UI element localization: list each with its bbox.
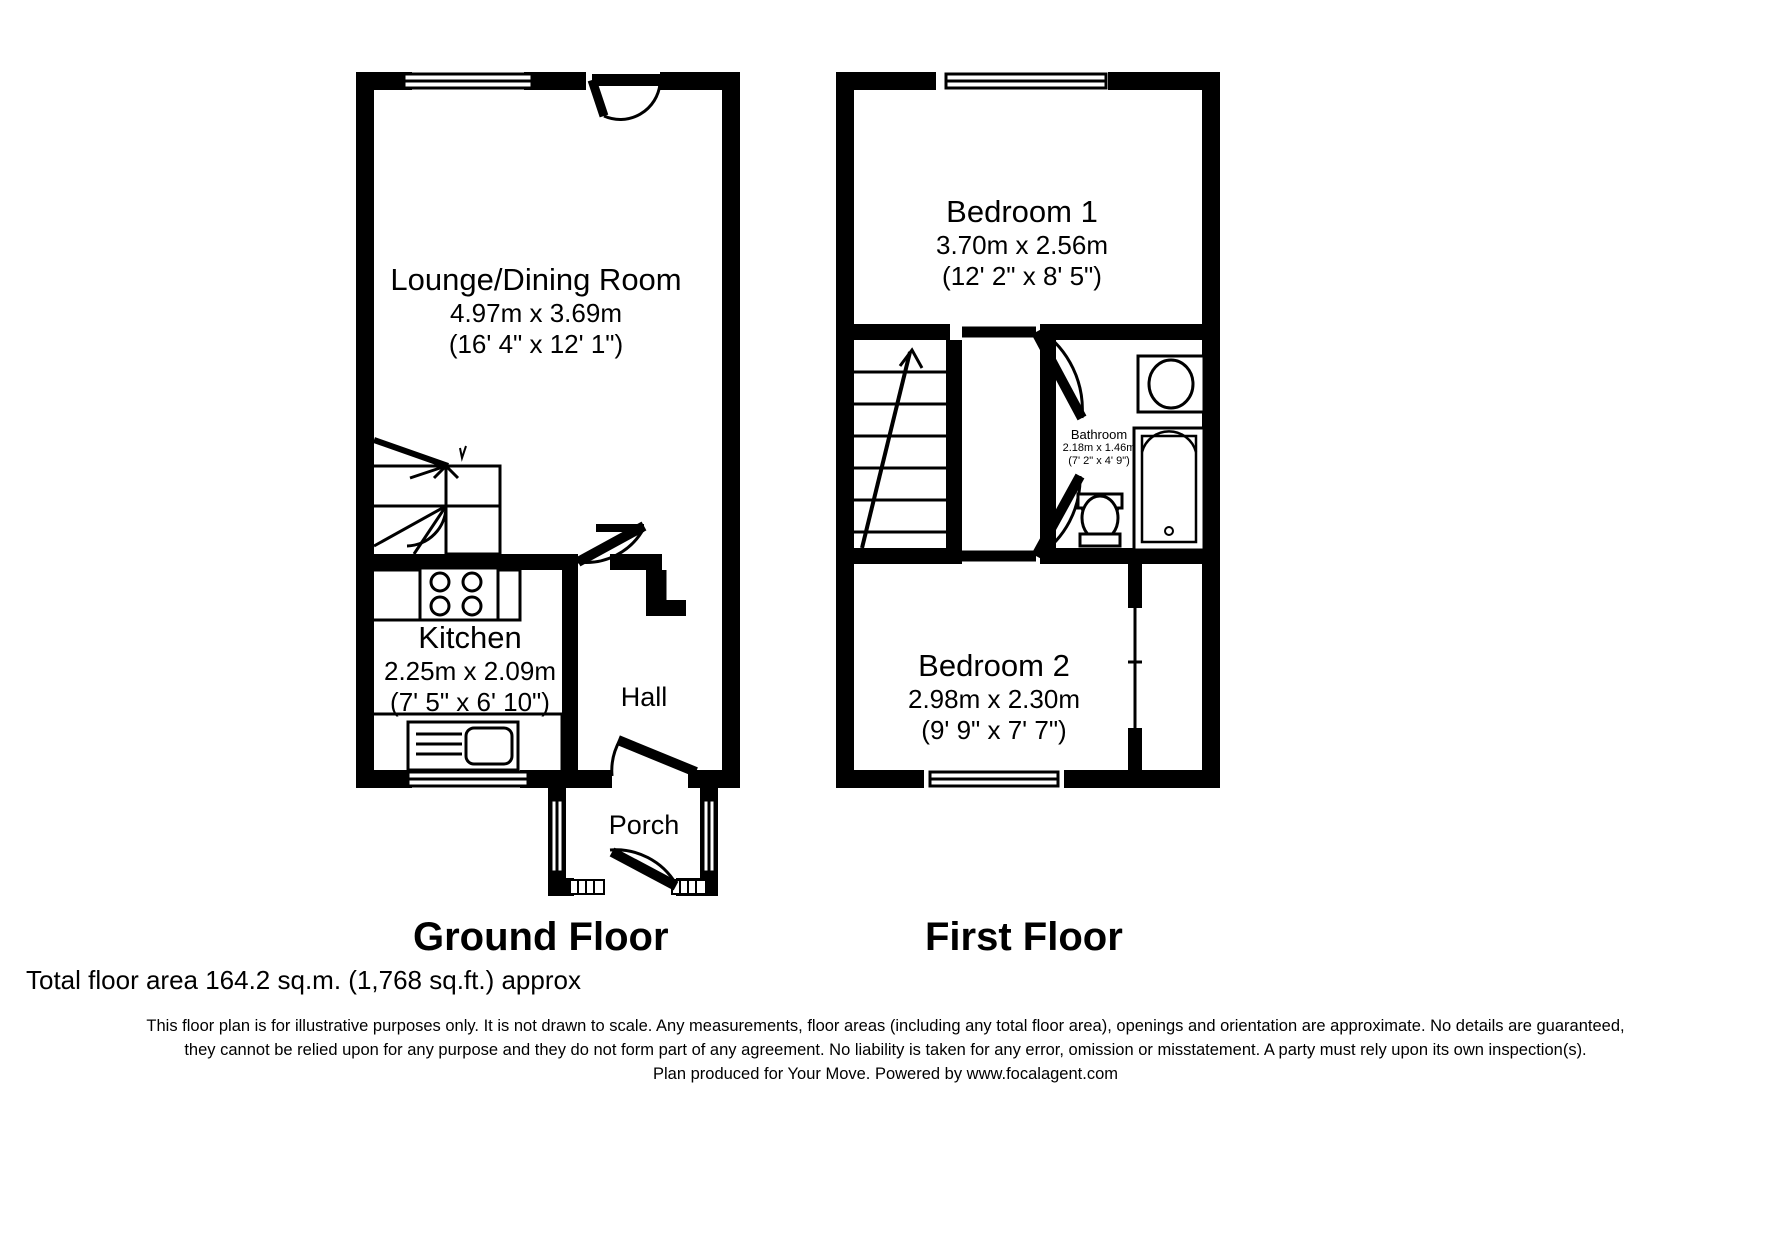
door-swing-icon-lounge: [587, 74, 662, 121]
room-label-kitchen: Kitchen 2.25m x 2.09m (7' 5" x 6' 10"): [298, 620, 642, 717]
disclaimer-line-2: they cannot be relied upon for any purpo…: [184, 1040, 1587, 1059]
hob-icon: [418, 566, 500, 622]
toilet-icon: [1076, 492, 1124, 548]
door-swing-icon-kitchen: [575, 521, 647, 567]
door-swing-icon-bedroom2: [962, 473, 1085, 562]
kitchen-worktop-bottom: [374, 712, 564, 770]
room-label-porch: Porch: [608, 810, 680, 840]
room-name: Bedroom 2: [918, 648, 1070, 683]
ground-floor-walls: [356, 72, 740, 788]
room-label-lounge-dining: Lounge/Dining Room 4.97m x 3.69m (16' 4"…: [296, 262, 776, 359]
room-label-bedroom-2: Bedroom 2 2.98m x 2.30m (9' 9" x 7' 7"): [854, 648, 1134, 745]
first-floor-walls: [836, 72, 1220, 788]
room-metric: 2.18m x 1.46m: [1062, 442, 1136, 455]
room-name: Bathroom: [1070, 427, 1128, 442]
window-icon-bedroom2: [928, 770, 1060, 788]
floor-title-first: First Floor: [925, 915, 1123, 959]
window-icon-porch-bottom: [569, 879, 707, 895]
sink-icon: [406, 720, 520, 772]
room-metric: 4.97m x 3.69m: [450, 298, 622, 329]
room-label-hall: Hall: [620, 682, 668, 712]
room-name: Bedroom 1: [946, 194, 1098, 229]
room-label-bathroom: Bathroom 2.18m x 1.46m (7' 2" x 4' 9"): [1046, 427, 1152, 468]
window-icon-bedroom1: [944, 72, 1108, 90]
total-floor-area: Total floor area 164.2 sq.m. (1,768 sq.f…: [26, 965, 581, 995]
door-swing-icon-bathroom: [1038, 336, 1040, 430]
door-swing-icon-understairs: [645, 564, 667, 609]
room-metric: 3.70m x 2.56m: [936, 230, 1108, 261]
room-name: Kitchen: [418, 620, 522, 655]
bath-icon: [1132, 426, 1206, 552]
room-label-bedroom-1: Bedroom 1 3.70m x 2.56m (12' 2" x 8' 5"): [882, 194, 1162, 291]
room-imperial: (16' 4" x 12' 1"): [448, 328, 624, 359]
disclaimer: This floor plan is for illustrative purp…: [0, 1015, 1771, 1087]
window-icon-porch-left: [549, 798, 565, 874]
door-swing-icon-bedroom1: [962, 326, 1087, 421]
wardrobe-icon: [1128, 608, 1142, 728]
room-imperial: (7' 2" x 4' 9"): [1068, 455, 1130, 468]
room-imperial: (9' 9" x 7' 7"): [921, 714, 1067, 745]
room-name: Lounge/Dining Room: [390, 262, 682, 297]
disclaimer-line-3: Plan produced for Your Move. Powered by …: [652, 1064, 1118, 1083]
disclaimer-line-1: This floor plan is for illustrative purp…: [146, 1017, 1625, 1035]
basin-icon: [1136, 354, 1206, 414]
door-swing-icon-hall: [610, 735, 698, 777]
staircase-ground-icon: [373, 437, 502, 556]
door-swing-icon-porch: [609, 847, 679, 891]
staircase-first-icon: [854, 347, 946, 549]
room-metric: 2.25m x 2.09m: [384, 656, 556, 687]
window-icon-kitchen-bottom: [406, 770, 530, 788]
window-icon-lounge-top: [402, 72, 534, 90]
window-icon-porch-right: [701, 798, 717, 874]
room-metric: 2.98m x 2.30m: [908, 684, 1080, 715]
room-imperial: (7' 5" x 6' 10"): [390, 686, 550, 717]
floor-title-ground: Ground Floor: [413, 915, 669, 959]
room-imperial: (12' 2" x 8' 5"): [942, 260, 1102, 291]
